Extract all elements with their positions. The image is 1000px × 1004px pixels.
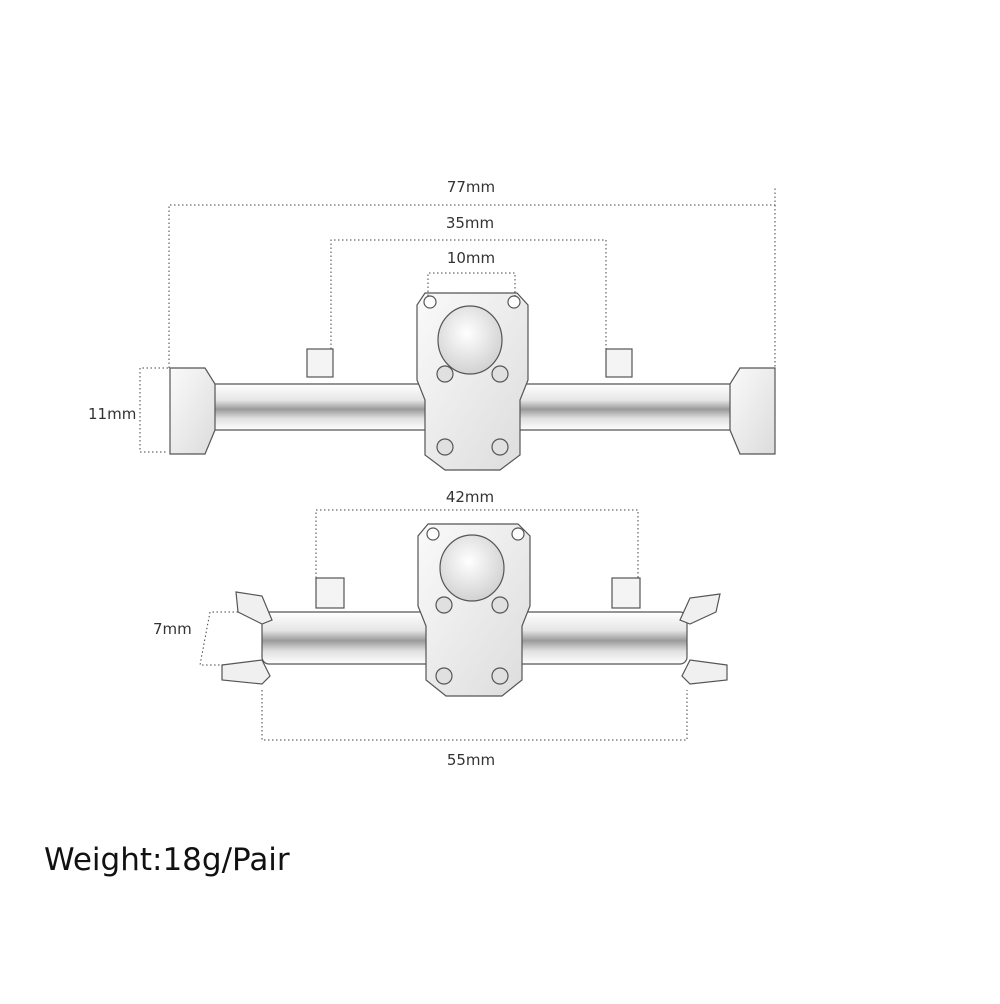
dim-label-front-link-mounts: 42mm xyxy=(445,488,495,506)
front-axle xyxy=(221,523,728,697)
front-link-mount-right xyxy=(611,577,641,609)
rear-diff-cover xyxy=(437,305,503,375)
front-housing-bolt xyxy=(435,667,453,685)
front-housing-bolt xyxy=(491,596,509,614)
dimension-lines xyxy=(139,188,776,741)
rear-housing-bolt xyxy=(436,438,454,456)
dim-line-front-knuckle-gap xyxy=(199,611,238,666)
front-housing-bolt xyxy=(491,667,509,685)
front-left-knuckle-lower xyxy=(221,659,271,685)
rear-link-mount-left xyxy=(306,348,334,378)
weight-label: Weight:18g/Pair xyxy=(44,842,290,878)
dim-line-rear-tube-height xyxy=(139,367,168,453)
rear-axle-right-end xyxy=(729,367,776,455)
front-right-knuckle-lower xyxy=(681,659,728,685)
dim-line-front-overall xyxy=(261,690,688,741)
dim-label-rear-overall: 77mm xyxy=(446,178,496,196)
dim-label-rear-cover-bolts: 10mm xyxy=(446,249,496,267)
rear-cover-bolt-left xyxy=(423,295,437,309)
rear-housing-bolt xyxy=(491,365,509,383)
rear-axle-left-end xyxy=(169,367,216,455)
front-link-mount-left xyxy=(315,577,345,609)
dim-label-rear-link-mounts: 35mm xyxy=(445,214,495,232)
front-housing-bolt xyxy=(435,596,453,614)
front-cover-bolt-left xyxy=(426,527,440,541)
front-left-knuckle-upper xyxy=(235,591,273,625)
front-right-knuckle-upper xyxy=(679,593,721,625)
dim-line-rear-overall xyxy=(168,188,776,368)
rear-axle xyxy=(169,292,776,471)
dim-line-rear-cover-bolts xyxy=(427,272,516,296)
rear-housing-bolt xyxy=(436,365,454,383)
rear-cover-bolt-right xyxy=(507,295,521,309)
rear-housing-bolt xyxy=(491,438,509,456)
dim-label-front-overall: 55mm xyxy=(446,751,496,769)
dim-label-front-knuckle-gap: 7mm xyxy=(153,620,192,638)
front-diff-cover xyxy=(439,534,505,602)
front-cover-bolt-right xyxy=(511,527,525,541)
dim-label-rear-tube-height: 11mm xyxy=(88,405,137,423)
dim-line-front-link-mounts xyxy=(315,509,639,578)
rear-link-mount-right xyxy=(605,348,633,378)
